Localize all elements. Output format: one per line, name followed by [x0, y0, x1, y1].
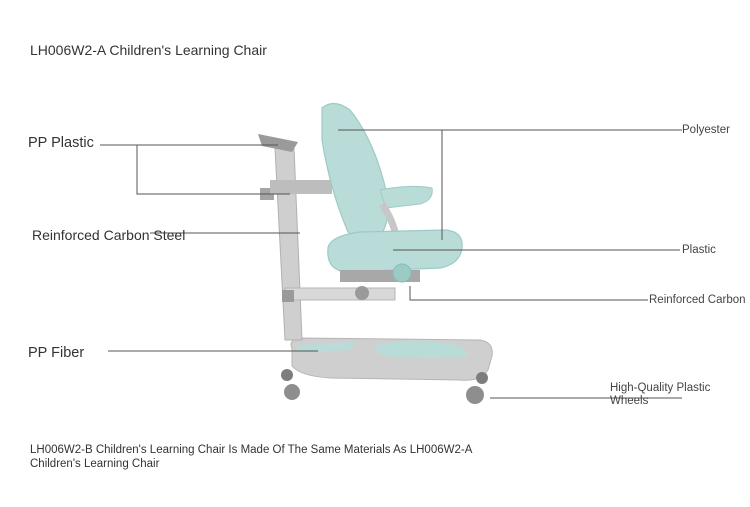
label-wheels-line1: High-Quality Plastic: [610, 382, 711, 394]
callout-pp-plastic-branch: [136, 145, 290, 195]
label-wheels: High-Quality Plastic Wheels: [610, 382, 730, 408]
callout-reinforced-carbon: [409, 286, 648, 301]
label-reinforced-carbon-steel: Reinforced Carbon Steel: [32, 227, 186, 243]
chair-illustration: [258, 102, 493, 404]
footrest-right: [375, 340, 470, 358]
footnote: LH006W2-B Children's Learning Chair Is M…: [30, 444, 472, 470]
lower-knob: [282, 290, 294, 302]
wheel-back-left: [284, 384, 300, 400]
label-reinforced-carbon: Reinforced Carbon: [649, 294, 746, 306]
label-wheels-line2: Wheels: [610, 395, 649, 407]
seat: [327, 229, 463, 273]
wheel-back-right: [476, 372, 488, 384]
backrest: [321, 102, 389, 241]
support-post: [274, 147, 303, 341]
label-pp-fiber: PP Fiber: [28, 345, 85, 361]
footrest-left: [296, 342, 355, 352]
wheel-front-right: [466, 386, 484, 404]
armrest: [379, 185, 433, 209]
top-bracket: [258, 134, 298, 152]
callout-lines: [100, 129, 682, 399]
label-polyester: Polyester: [682, 124, 730, 136]
lower-crossbar: [284, 287, 396, 301]
label-plastic: Plastic: [682, 244, 716, 256]
seat-knob: [355, 286, 369, 300]
diagram-title: LH006W2-A Children's Learning Chair: [30, 42, 267, 58]
wheel-front-left: [281, 369, 293, 381]
label-pp-plastic: PP Plastic: [28, 135, 94, 151]
pivot-knob: [392, 263, 412, 283]
bracket-arm: [270, 180, 332, 194]
